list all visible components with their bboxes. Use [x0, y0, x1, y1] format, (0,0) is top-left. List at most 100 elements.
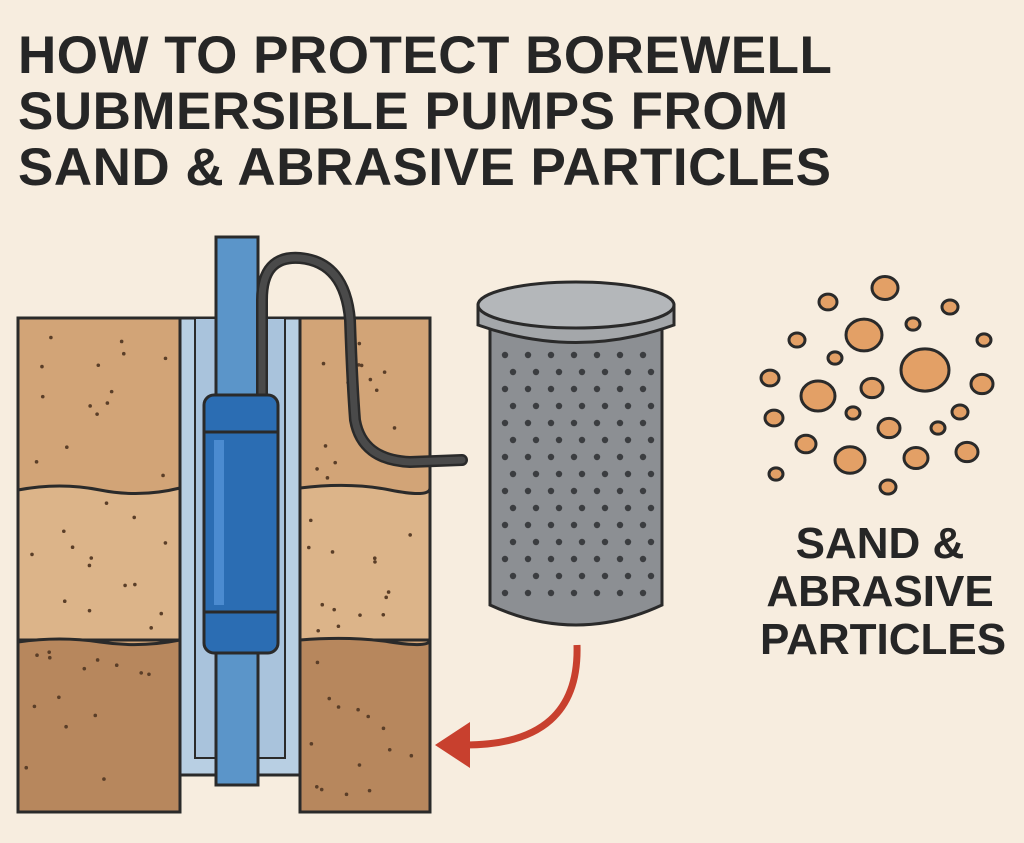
- filter-hole: [601, 402, 609, 410]
- soil-dot: [139, 671, 144, 675]
- sand-particle: [767, 466, 785, 482]
- filter-hole: [639, 521, 647, 529]
- filter-hole: [601, 368, 609, 376]
- filter-hole: [593, 453, 601, 461]
- filter-hole: [593, 487, 601, 495]
- soil-dot: [325, 476, 330, 480]
- sand-particle: [787, 331, 807, 349]
- soil-dot: [104, 501, 109, 505]
- filter-hole: [616, 521, 624, 529]
- filter-hole: [524, 453, 532, 461]
- soil-dot: [62, 599, 67, 603]
- filter-hole: [616, 487, 624, 495]
- soil-dot: [163, 356, 168, 361]
- soil-dot: [40, 394, 45, 399]
- soil-dot: [87, 563, 92, 568]
- soil-dot: [40, 364, 44, 369]
- soil-dot: [372, 556, 377, 561]
- filter-hole: [532, 402, 540, 410]
- sand-particle: [870, 275, 900, 301]
- soil-dot: [336, 624, 341, 629]
- filter-hole: [524, 487, 532, 495]
- sand-particle: [969, 372, 995, 396]
- filter-hole: [616, 555, 624, 563]
- soil-dot: [119, 339, 124, 344]
- soil-dot: [93, 713, 98, 718]
- soil-dot: [373, 560, 377, 564]
- filter-hole: [547, 351, 555, 359]
- soil-dot: [82, 666, 87, 671]
- filter-hole: [647, 368, 655, 376]
- filter-hole: [509, 470, 517, 478]
- filter-hole: [532, 436, 540, 444]
- filter-hole: [532, 470, 540, 478]
- soil-dot: [161, 473, 165, 478]
- filter-hole: [639, 419, 647, 427]
- filter-hole: [501, 351, 509, 359]
- filter-hole: [647, 538, 655, 546]
- filter-hole: [547, 487, 555, 495]
- filter-hole: [578, 436, 586, 444]
- filter-hole: [524, 419, 532, 427]
- filter-hole: [593, 521, 601, 529]
- soil-dot: [35, 653, 39, 658]
- sand-particle: [794, 433, 818, 455]
- title-line-2: SUBMERSIBLE PUMPS FROM: [18, 82, 789, 141]
- filter-hole: [524, 521, 532, 529]
- soil-dot: [332, 607, 337, 612]
- sand-particle: [763, 408, 785, 428]
- filter-hole: [639, 555, 647, 563]
- filter-hole: [647, 470, 655, 478]
- filter-hole: [578, 368, 586, 376]
- filter-hole: [532, 538, 540, 546]
- soil-dot: [47, 655, 52, 660]
- soil-dot: [314, 785, 319, 789]
- filter-hole: [647, 402, 655, 410]
- sand-particle: [826, 350, 844, 366]
- soil-dot: [96, 363, 101, 368]
- soil-dot: [357, 363, 361, 367]
- soil-dot: [70, 545, 75, 549]
- filter-hole: [570, 521, 578, 529]
- filter-hole: [532, 504, 540, 512]
- page-title: HOW TO PROTECT BOREWELL SUBMERSIBLE PUMP…: [18, 28, 832, 196]
- soil-dot: [121, 351, 126, 356]
- filter-hole: [647, 572, 655, 580]
- filter-perforations: [501, 351, 655, 597]
- soil-dot: [309, 742, 314, 746]
- soil-dot: [381, 612, 386, 617]
- soil-dot: [315, 467, 319, 471]
- soil-dot: [323, 444, 328, 448]
- filter-hole: [547, 589, 555, 597]
- filter-hole: [601, 504, 609, 512]
- soil-dot: [62, 529, 66, 534]
- soil-dot: [24, 765, 29, 770]
- soil-dot: [64, 724, 68, 729]
- soil-dot: [133, 582, 137, 587]
- filter-hole: [555, 470, 563, 478]
- soil-dot: [102, 777, 106, 781]
- soil-dot: [114, 663, 119, 668]
- soil-dot: [320, 602, 325, 607]
- particles-label: SAND & ABRASIVE PARTICLES: [760, 520, 1006, 664]
- filter-hole: [578, 538, 586, 546]
- filter-hole: [616, 589, 624, 597]
- sand-particle: [799, 379, 837, 413]
- sand-particle: [954, 440, 980, 464]
- sand-particle: [975, 332, 993, 348]
- soil-dot: [409, 753, 414, 758]
- sand-particle: [878, 478, 898, 496]
- filter-hole: [593, 555, 601, 563]
- soil-dot: [321, 361, 326, 366]
- sand-particle: [833, 445, 867, 475]
- soil-dot: [382, 370, 387, 374]
- title-line-3: SAND & ABRASIVE PARTICLES: [18, 138, 832, 197]
- arrow-head-icon: [435, 722, 470, 768]
- filter-hole: [509, 538, 517, 546]
- filter-hole: [647, 436, 655, 444]
- filter-hole: [593, 385, 601, 393]
- soil-dot: [392, 426, 397, 430]
- soil-dot: [109, 389, 114, 394]
- soil-dot: [316, 628, 320, 633]
- filter-hole: [555, 538, 563, 546]
